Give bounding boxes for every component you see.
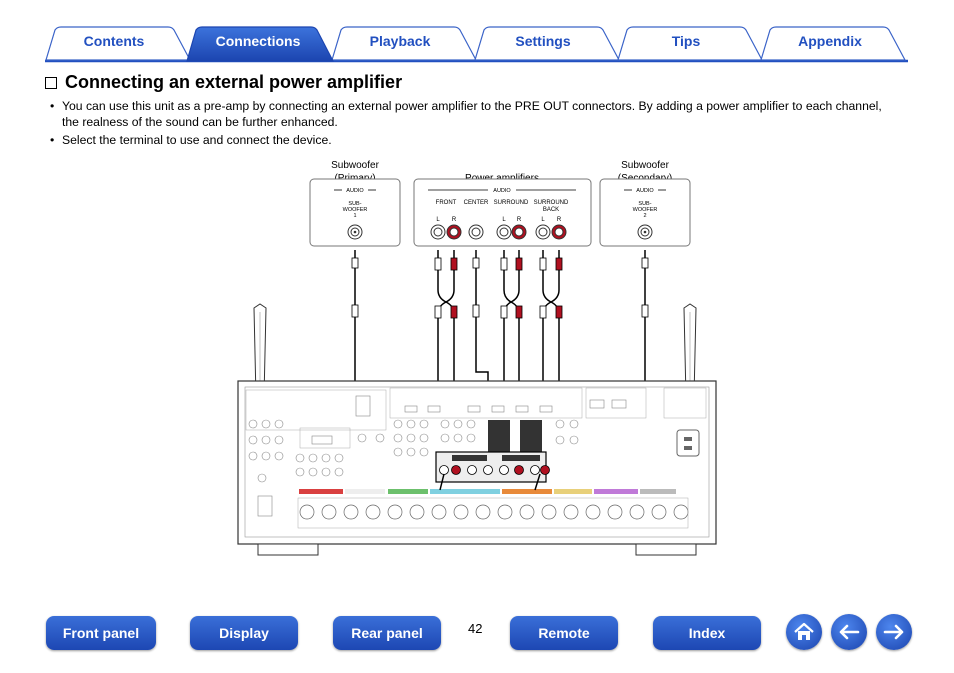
power-amplifiers: Power amplifiers AUDIO FRONT CENTER SURR… [413,173,592,247]
svg-text:L: L [436,217,440,223]
sub-secondary-label-1: Subwoofer [621,160,669,171]
remote-button[interactable]: Remote [510,616,618,650]
forward-button[interactable] [876,614,912,650]
svg-text:L: L [541,217,545,223]
channel-label: CENTER [464,200,489,206]
cable-terminations [439,473,541,491]
receiver-rear-panel [237,380,717,556]
square-bullet-icon [45,76,57,89]
port-label: SUB- [348,201,361,207]
svg-text:R: R [517,217,522,223]
bullet-item: Select the terminal to use and connect t… [50,132,902,148]
bullet-item: You can use this unit as a pre-amp by co… [50,98,902,130]
tab-bar: Contents Playback Settings Tips Appendix… [45,26,908,63]
audio-label: AUDIO [493,188,511,194]
back-arrow-icon [839,624,860,640]
port-label: WOOFER [343,207,368,213]
svg-text:2: 2 [643,213,646,219]
svg-text:WOOFER: WOOFER [633,207,658,213]
channel-label: SURROUND [494,200,529,206]
home-button[interactable] [786,614,822,650]
channel-label: SURROUND [534,200,569,206]
audio-label: AUDIO [636,188,654,194]
svg-text:R: R [452,217,457,223]
svg-text:R: R [557,217,562,223]
home-icon [794,622,814,640]
tab-playback[interactable]: Playback [331,26,477,61]
tab-label: Tips [672,33,701,49]
tab-label: Settings [515,33,570,49]
port-label: 1 [353,213,356,219]
channel-label: BACK [543,207,559,213]
index-button[interactable]: Index [653,616,761,650]
tab-settings[interactable]: Settings [474,26,620,61]
connection-diagram: Subwoofer (Primary) AUDIO SUB- WOOFER 1 … [237,160,717,556]
display-button[interactable]: Display [190,616,298,650]
tab-contents[interactable]: Contents [45,26,191,61]
back-button[interactable] [831,614,867,650]
section-title: Connecting an external power amplifier [45,72,402,93]
tab-appendix[interactable]: Appendix [760,26,906,61]
page-number: 42 [468,621,483,636]
audio-label: AUDIO [346,188,364,194]
tab-label: Connections [216,33,301,49]
tab-label: Appendix [798,33,862,49]
subwoofer-secondary: Subwoofer (Secondary) AUDIO SUB- WOOFER … [599,160,691,247]
rear-panel-button[interactable]: Rear panel [333,616,441,650]
bullet-list: You can use this unit as a pre-amp by co… [50,98,902,150]
plug-heads [351,257,649,319]
svg-text:SUB-: SUB- [638,201,651,207]
sub-primary-label-1: Subwoofer [331,160,379,171]
tab-connections[interactable]: Connections [186,26,334,62]
section-title-text: Connecting an external power amplifier [65,72,403,92]
tab-label: Contents [84,33,145,49]
svg-text:L: L [502,217,506,223]
front-panel-button[interactable]: Front panel [46,616,156,650]
tab-label: Playback [370,33,431,49]
tab-tips[interactable]: Tips [617,26,763,61]
subwoofer-primary: Subwoofer (Primary) AUDIO SUB- WOOFER 1 [309,160,401,247]
channel-label: FRONT [436,200,457,206]
forward-arrow-icon [883,624,904,640]
